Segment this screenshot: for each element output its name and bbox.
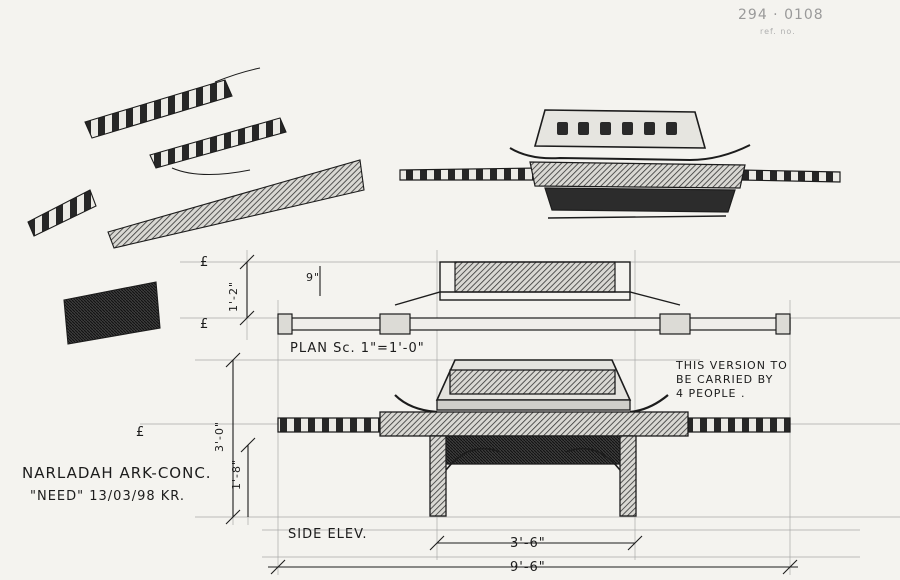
side-elevation-label: SIDE ELEV. [288, 527, 368, 542]
pole-detail-2 [149, 117, 287, 169]
centerline-mark-3: £ [136, 425, 146, 440]
dim-overall: 9'-6" [510, 560, 546, 575]
plan-lattice [454, 261, 616, 293]
elev-leg-right [619, 435, 637, 517]
pole-detail-3 [27, 189, 97, 237]
pole-detail-5 [63, 281, 161, 345]
corner-ref: 294 · 0108 [738, 7, 824, 23]
pole-detail-4 [107, 159, 365, 249]
elev-body [431, 435, 633, 465]
plan-view [277, 261, 791, 335]
sketch-base [544, 187, 736, 213]
sketch-band [529, 161, 746, 189]
elev-roof-lattice [449, 369, 616, 395]
plan-pole [279, 317, 791, 331]
dimension-lines [225, 254, 798, 575]
corner-sub: ref. no. [760, 27, 796, 36]
centerline-mark-2: £ [200, 317, 210, 332]
dim-width: 3'-6" [510, 536, 546, 551]
perspective-sketch [399, 109, 841, 219]
note-line-3: 4 PEOPLE . [676, 387, 746, 400]
dim-height: 3'-0" [213, 420, 226, 452]
right-pole-stripes [739, 169, 841, 183]
plan-label: PLAN Sc. 1"=1'-0" [290, 341, 425, 356]
dim-leg: 1'-8" [230, 458, 243, 490]
elev-right-pole [687, 417, 791, 433]
pole-detail-1 [84, 79, 233, 139]
note-line-2: BE CARRIED BY [676, 373, 774, 386]
pole-detail-sketches [27, 67, 365, 345]
title-line-2: "NEED" 13/03/98 KR. [30, 489, 185, 504]
construction-lines [140, 250, 900, 575]
centerline-mark-1: £ [200, 255, 210, 270]
dim-depth: 1'-2" [227, 280, 240, 312]
elev-left-pole [277, 417, 381, 433]
note-line-1: THIS VERSION TO [676, 359, 788, 372]
side-elevation [277, 359, 791, 517]
title-line-1: NARLADAH ARK-CONC. [22, 464, 212, 482]
left-pole-stripes [399, 167, 541, 181]
elev-band [379, 411, 689, 437]
sketch-roof [533, 109, 707, 149]
dim-small: 9" [306, 271, 321, 284]
elev-leg-left [429, 435, 447, 517]
